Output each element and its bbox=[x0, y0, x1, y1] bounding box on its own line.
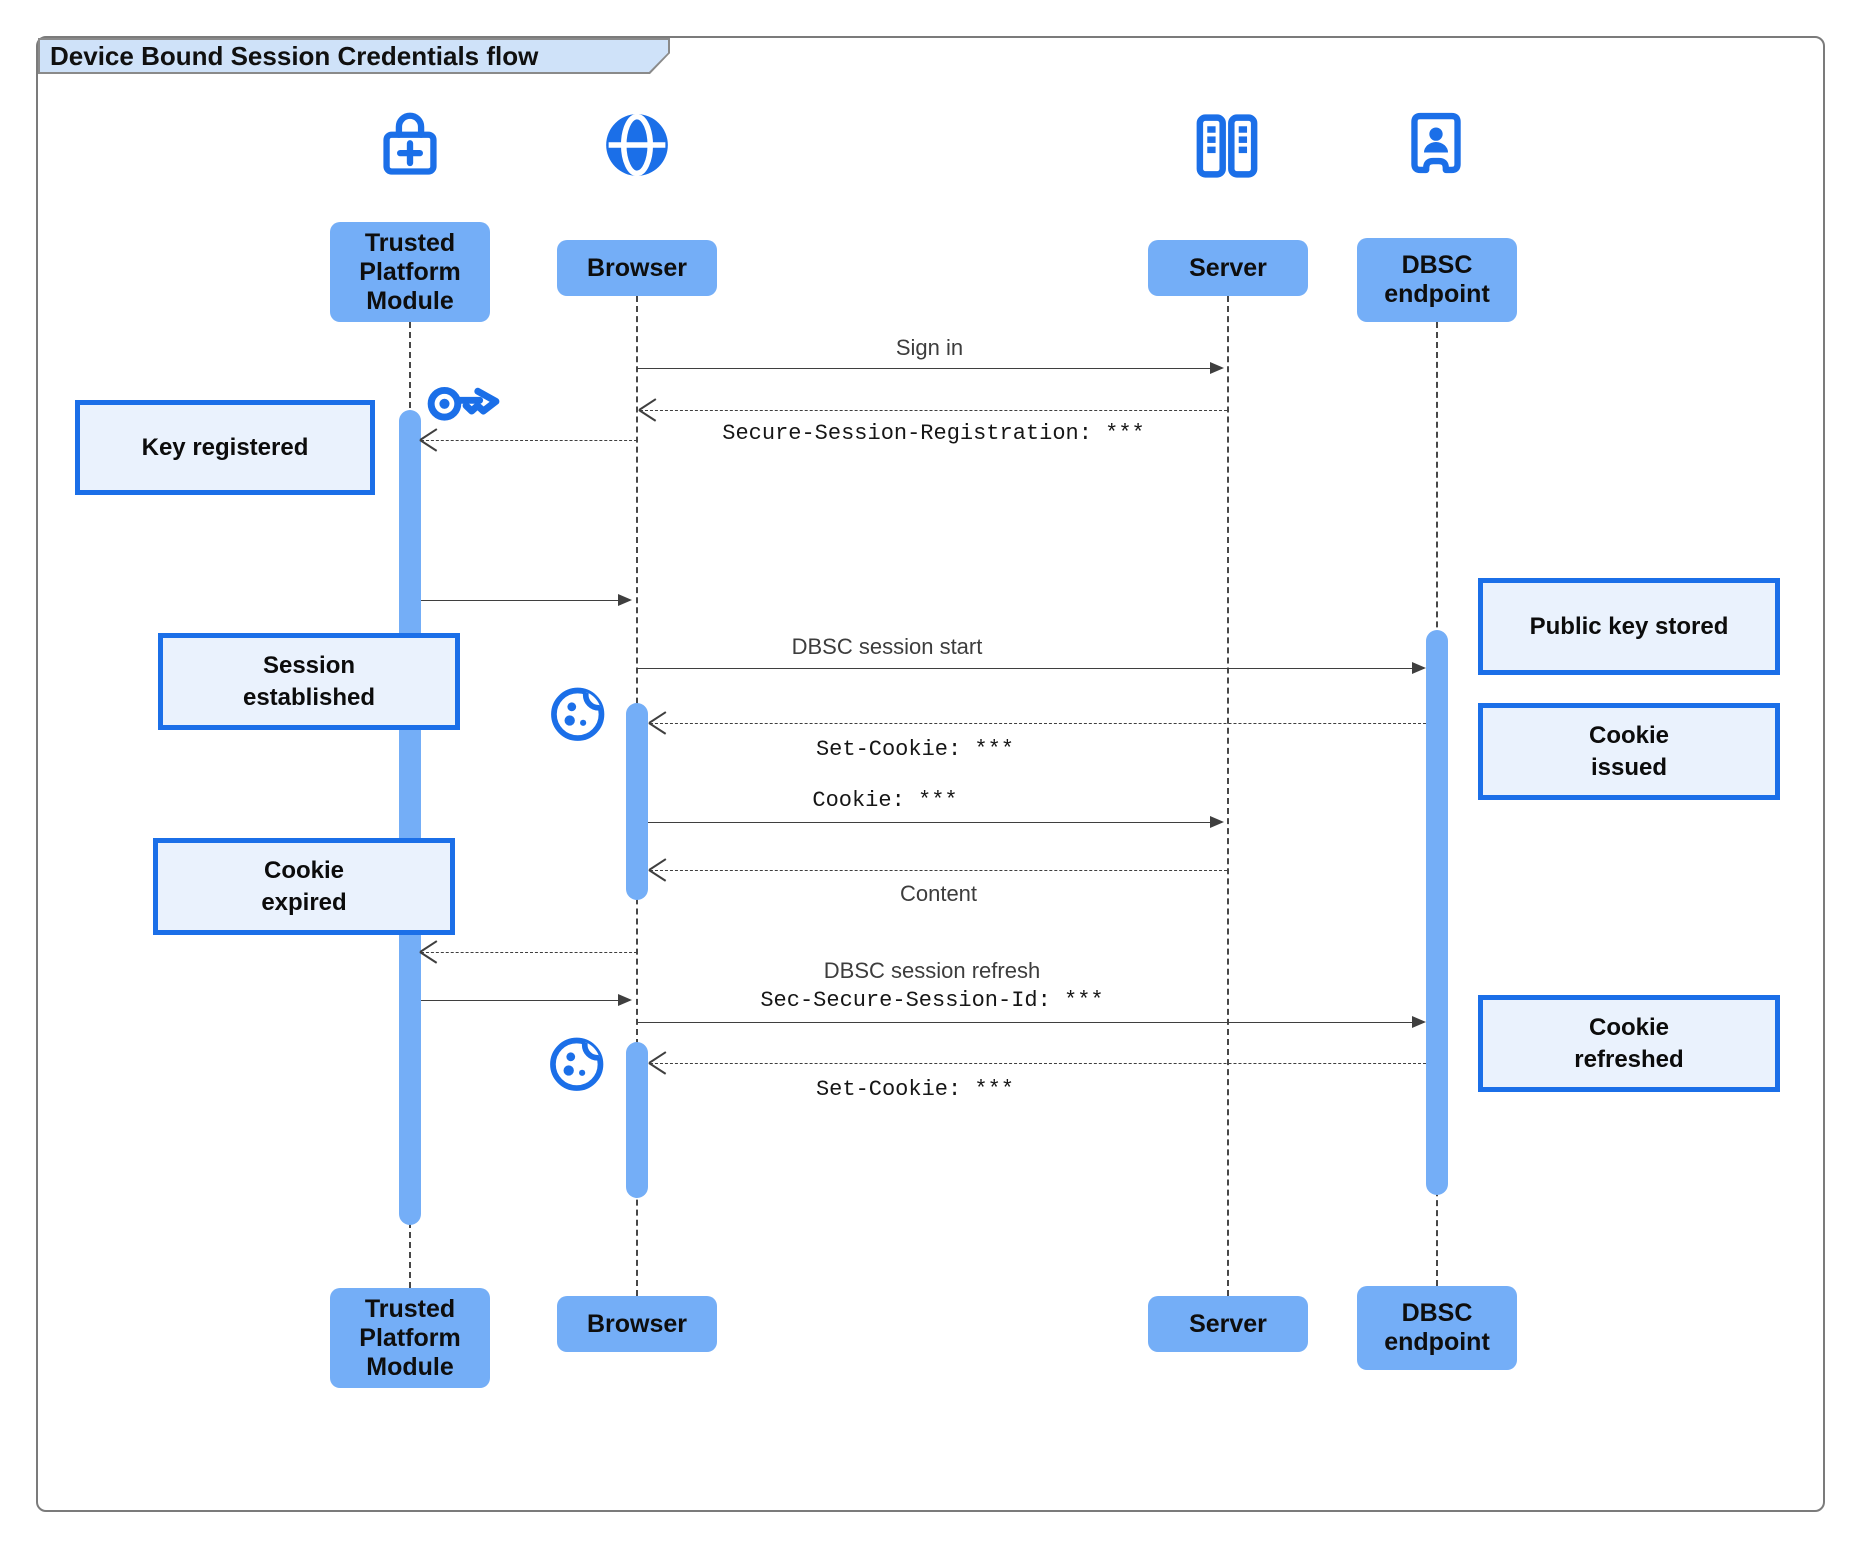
participant-top-tpm: Trusted Platform Module bbox=[330, 222, 490, 322]
arrowhead-icon bbox=[1210, 816, 1224, 828]
arrowhead-icon bbox=[618, 594, 632, 606]
label-sign-in: Sign in bbox=[895, 335, 964, 360]
label-content: Content bbox=[899, 881, 978, 906]
lifeline-server bbox=[1227, 296, 1229, 1296]
arrow-set-cookie-first bbox=[650, 723, 1426, 724]
note-session-established: Session established bbox=[158, 633, 460, 730]
label-dbsc-session-refresh: DBSC session refresh bbox=[823, 958, 1041, 983]
note-cookie-expired: Cookie expired bbox=[153, 838, 455, 935]
arrow-set-cookie-second bbox=[650, 1063, 1426, 1064]
arrow-cookie bbox=[648, 816, 1224, 828]
arrow-tpm-to-browser-refresh bbox=[421, 994, 632, 1006]
arrowhead-icon bbox=[618, 994, 632, 1006]
participant-top-browser: Browser bbox=[557, 240, 717, 296]
arrow-dbsc-session-start bbox=[637, 662, 1426, 674]
label-dbsc-session-start: DBSC session start bbox=[791, 634, 983, 659]
arrowhead-icon bbox=[649, 1053, 669, 1073]
note-key-registered: Key registered bbox=[75, 400, 375, 495]
activation-bar-browser-1 bbox=[626, 703, 648, 900]
globe-icon bbox=[600, 108, 674, 182]
arrowhead-icon bbox=[649, 860, 669, 880]
arrow-content bbox=[650, 870, 1227, 871]
participant-bottom-browser: Browser bbox=[557, 1296, 717, 1352]
participant-bottom-tpm: Trusted Platform Module bbox=[330, 1288, 490, 1388]
arrow-secure-session-registration bbox=[640, 410, 1227, 411]
participant-top-dbsc: DBSC endpoint bbox=[1357, 238, 1517, 322]
note-cookie-issued: Cookie issued bbox=[1478, 703, 1780, 800]
cookie-icon bbox=[548, 682, 610, 744]
label-sec-secure-session-id: Sec-Secure-Session-Id: *** bbox=[760, 988, 1104, 1013]
label-set-cookie-first: Set-Cookie: *** bbox=[815, 737, 1015, 762]
note-cookie-refreshed: Cookie refreshed bbox=[1478, 995, 1780, 1092]
activation-bar-tpm bbox=[399, 410, 421, 1225]
lock-plus-icon bbox=[372, 104, 448, 182]
label-set-cookie-second: Set-Cookie: *** bbox=[815, 1077, 1015, 1102]
arrowhead-icon bbox=[420, 430, 440, 450]
arrowhead-icon bbox=[1412, 662, 1426, 674]
activation-bar-dbsc bbox=[1426, 630, 1448, 1195]
arrow-sign-in bbox=[637, 362, 1224, 374]
participant-bottom-server: Server bbox=[1148, 1296, 1308, 1352]
arrowhead-icon bbox=[649, 713, 669, 733]
id-badge-icon bbox=[1398, 104, 1474, 182]
arrowhead-icon bbox=[1210, 362, 1224, 374]
arrowhead-icon bbox=[420, 942, 440, 962]
key-icon bbox=[425, 376, 505, 430]
participant-top-server: Server bbox=[1148, 240, 1308, 296]
arrow-tpm-to-browser-key bbox=[421, 594, 632, 606]
cookie-icon bbox=[547, 1032, 609, 1094]
label-cookie: Cookie: *** bbox=[812, 788, 958, 813]
activation-bar-browser-2 bbox=[626, 1042, 648, 1198]
diagram-title-tab: Device Bound Session Credentials flow bbox=[38, 38, 670, 74]
participant-bottom-dbsc: DBSC endpoint bbox=[1357, 1286, 1517, 1370]
label-secure-session-registration: Secure-Session-Registration: *** bbox=[722, 421, 1145, 446]
arrowhead-icon bbox=[639, 400, 659, 420]
arrow-browser-to-tpm-refresh bbox=[421, 952, 637, 953]
note-public-key-stored: Public key stored bbox=[1478, 578, 1780, 675]
server-rack-icon bbox=[1190, 108, 1264, 184]
arrow-dbsc-session-refresh bbox=[637, 1016, 1426, 1028]
diagram-title: Device Bound Session Credentials flow bbox=[40, 40, 668, 72]
arrowhead-icon bbox=[1412, 1016, 1426, 1028]
arrow-browser-to-tpm-register bbox=[421, 440, 637, 441]
